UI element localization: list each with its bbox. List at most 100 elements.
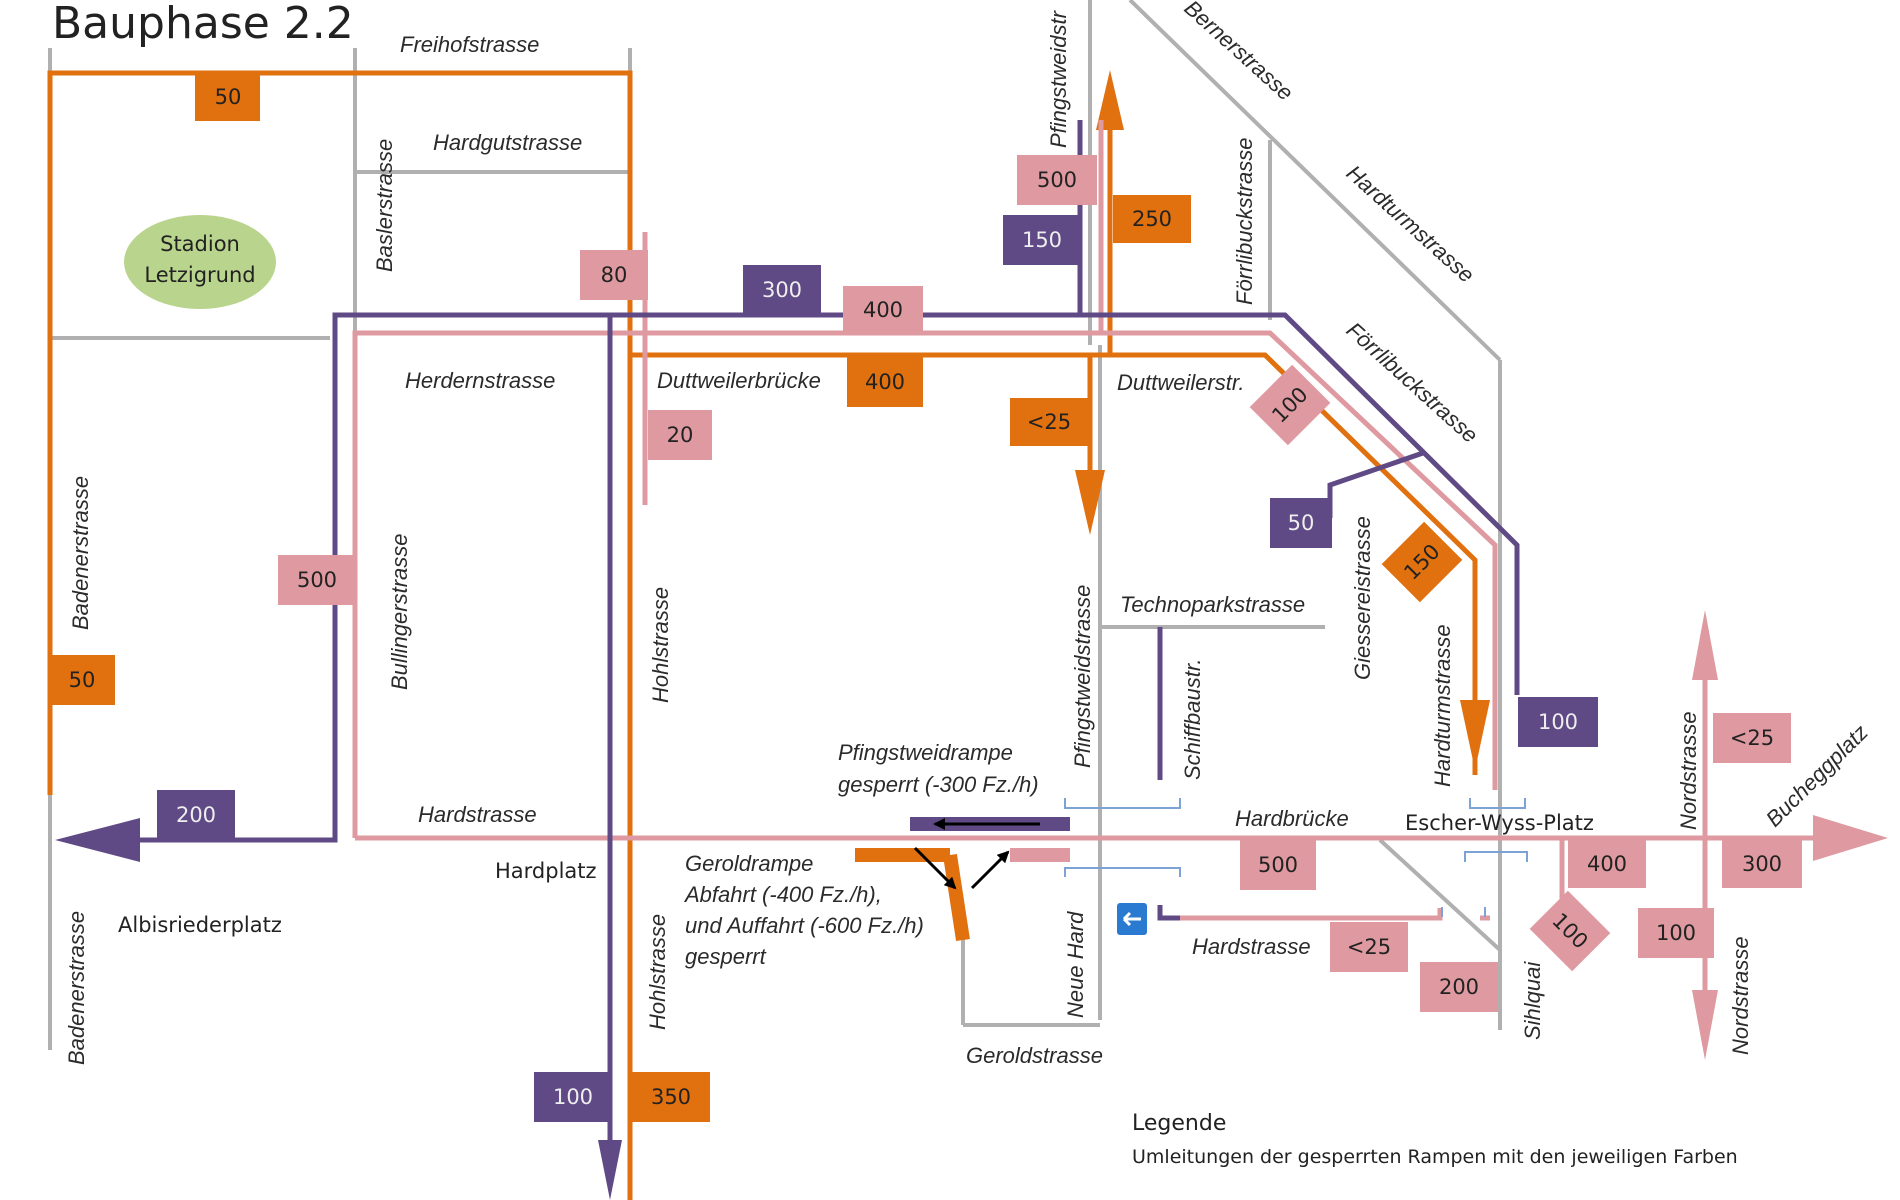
purple-arrowheads xyxy=(55,818,622,1200)
svg-text:500: 500 xyxy=(297,568,337,592)
volume-box: 500 xyxy=(278,555,356,605)
note-geroldrampe-1: Geroldrampe xyxy=(685,851,813,876)
label-hardturmstrasse-vert: Hardturmstrasse xyxy=(1430,624,1455,787)
volume-box: <25 xyxy=(1713,713,1791,763)
stadium-label-1: Stadion xyxy=(160,232,240,256)
label-schiffbaustr: Schiffbaustr. xyxy=(1180,659,1205,780)
volume-box: 300 xyxy=(743,265,821,315)
volume-box: 400 xyxy=(843,286,923,334)
label-herdernstrasse: Herdernstrasse xyxy=(405,368,555,393)
svg-text:20: 20 xyxy=(667,423,694,447)
svg-text:100: 100 xyxy=(1656,921,1696,945)
orange-arrow-north xyxy=(1096,70,1124,130)
label-badenerstrasse-top: Badenerstrasse xyxy=(68,476,93,630)
label-hardgutstrasse: Hardgutstrasse xyxy=(433,130,582,155)
svg-text:200: 200 xyxy=(176,803,216,827)
volume-box: 100 xyxy=(1529,890,1611,972)
label-bernerstrasse: Bernerstrasse xyxy=(1180,0,1299,105)
sihlquai-diag-line xyxy=(1378,838,1502,952)
closure-notes: Pfingstweidrampe gesperrt (-300 Fz./h) G… xyxy=(683,740,1039,969)
label-bullingerstrasse: Bullingerstrasse xyxy=(387,533,412,690)
orange-duttweiler-route xyxy=(630,352,1478,775)
label-albisriederplatz: Albisriederplatz xyxy=(118,913,282,937)
pink-arrow-east xyxy=(1813,815,1888,861)
bernerstrasse-line xyxy=(1128,0,1502,362)
volume-box: 150 xyxy=(1381,521,1463,603)
geroldrampe-entry-arrow xyxy=(970,850,1010,890)
svg-text:200: 200 xyxy=(1439,975,1479,999)
note-geroldrampe-2: Abfahrt (-400 Fz./h), xyxy=(683,882,882,907)
svg-text:400: 400 xyxy=(863,298,903,322)
label-hohlstrasse-bottom: Hohlstrasse xyxy=(645,914,670,1030)
label-hardplatz: Hardplatz xyxy=(495,859,597,883)
svg-text:50: 50 xyxy=(215,85,242,109)
bridge-brackets xyxy=(1064,798,1528,917)
svg-text:<25: <25 xyxy=(1347,935,1391,959)
route-pink xyxy=(352,120,1820,1040)
label-geroldstrasse: Geroldstrasse xyxy=(966,1043,1103,1068)
volume-box: 300 xyxy=(1722,840,1802,888)
svg-text:150: 150 xyxy=(1022,228,1062,252)
label-hardstrasse-main: Hardstrasse xyxy=(418,802,537,827)
one-way-sign-icon xyxy=(1117,903,1147,935)
volume-box: 80 xyxy=(580,250,648,300)
svg-text:500: 500 xyxy=(1258,853,1298,877)
orange-arrowheads xyxy=(1075,70,1490,770)
svg-text:250: 250 xyxy=(1132,207,1172,231)
stadium-label-2: Letzigrund xyxy=(144,263,255,287)
purple-arrow-south xyxy=(598,1140,622,1200)
volume-box: 500 xyxy=(1240,840,1316,890)
volume-boxes-purple: 300 150 50 100 200 100 xyxy=(157,215,1598,1122)
volume-box: 150 xyxy=(1003,215,1081,265)
volume-box: <25 xyxy=(1010,398,1088,446)
svg-text:80: 80 xyxy=(601,263,628,287)
label-nordstrasse-bottom: Nordstrasse xyxy=(1728,936,1753,1055)
label-foerrlibuckstrasse-vert: Förrlibuckstrasse xyxy=(1232,138,1257,305)
label-baslerstrasse: Baslerstrasse xyxy=(372,139,397,272)
orange-arrow-south-pfingst xyxy=(1075,470,1105,535)
label-badenerstrasse-bottom: Badenerstrasse xyxy=(64,911,89,1065)
svg-text:300: 300 xyxy=(762,278,802,302)
label-nordstrasse-top: Nordstrasse xyxy=(1676,711,1701,830)
volume-box: 350 xyxy=(632,1072,710,1122)
svg-text:350: 350 xyxy=(651,1085,691,1109)
pink-hardstrasse-lower xyxy=(1160,908,1443,921)
route-orange xyxy=(47,70,1478,1200)
svg-text:100: 100 xyxy=(1538,710,1578,734)
label-foerrlibuckstrasse-diag: Förrlibuckstrasse xyxy=(1342,317,1483,448)
svg-text:400: 400 xyxy=(1587,852,1627,876)
purple-arrow-west xyxy=(55,818,140,862)
volume-box: 500 xyxy=(1017,155,1097,205)
note-geroldrampe-3: und Auffahrt (-600 Fz./h) xyxy=(685,913,924,938)
pink-loop-route xyxy=(352,330,1498,838)
volume-box: 250 xyxy=(1113,195,1191,243)
label-duttweilerstr: Duttweilerstr. xyxy=(1117,370,1245,395)
place-labels: Hardplatz Albisriederplatz Escher-Wyss-P… xyxy=(118,811,1594,937)
volume-boxes-pink: 80 400 20 500 100 500 500 <25 200 100 40… xyxy=(278,155,1802,1012)
note-pfingstweidrampe-1: Pfingstweidrampe xyxy=(838,740,1013,765)
volume-box: 50 xyxy=(195,73,260,121)
geroldrampe-exit-arrow xyxy=(913,846,957,890)
volume-box: 400 xyxy=(847,357,923,407)
svg-text:<25: <25 xyxy=(1730,726,1774,750)
volume-box: 100 xyxy=(534,1072,612,1122)
map-title: Bauphase 2.2 xyxy=(52,0,354,49)
label-escher-wyss-platz: Escher-Wyss-Platz xyxy=(1405,811,1594,835)
volume-box: 100 xyxy=(1518,697,1598,747)
label-hohlstrasse-top: Hohlstrasse xyxy=(648,587,673,703)
pink-arrow-north xyxy=(1692,610,1718,680)
legend-text: Umleitungen der gesperrten Rampen mit de… xyxy=(1132,1146,1738,1168)
volume-box: 100 xyxy=(1638,908,1714,958)
legend: Legende Umleitungen der gesperrten Rampe… xyxy=(1132,1111,1738,1168)
label-duttweilerbruecke: Duttweilerbrücke xyxy=(657,368,821,393)
volume-box: 50 xyxy=(1270,498,1332,548)
svg-text:500: 500 xyxy=(1037,168,1077,192)
svg-text:100: 100 xyxy=(553,1085,593,1109)
volume-boxes-orange: 50 400 250 <25 150 50 350 xyxy=(50,73,1463,1122)
svg-text:50: 50 xyxy=(69,668,96,692)
label-sihlquai: Sihlquai xyxy=(1520,961,1545,1040)
volume-box: 400 xyxy=(1568,840,1646,888)
volume-box: 200 xyxy=(157,790,235,840)
volume-box: <25 xyxy=(1330,922,1408,972)
